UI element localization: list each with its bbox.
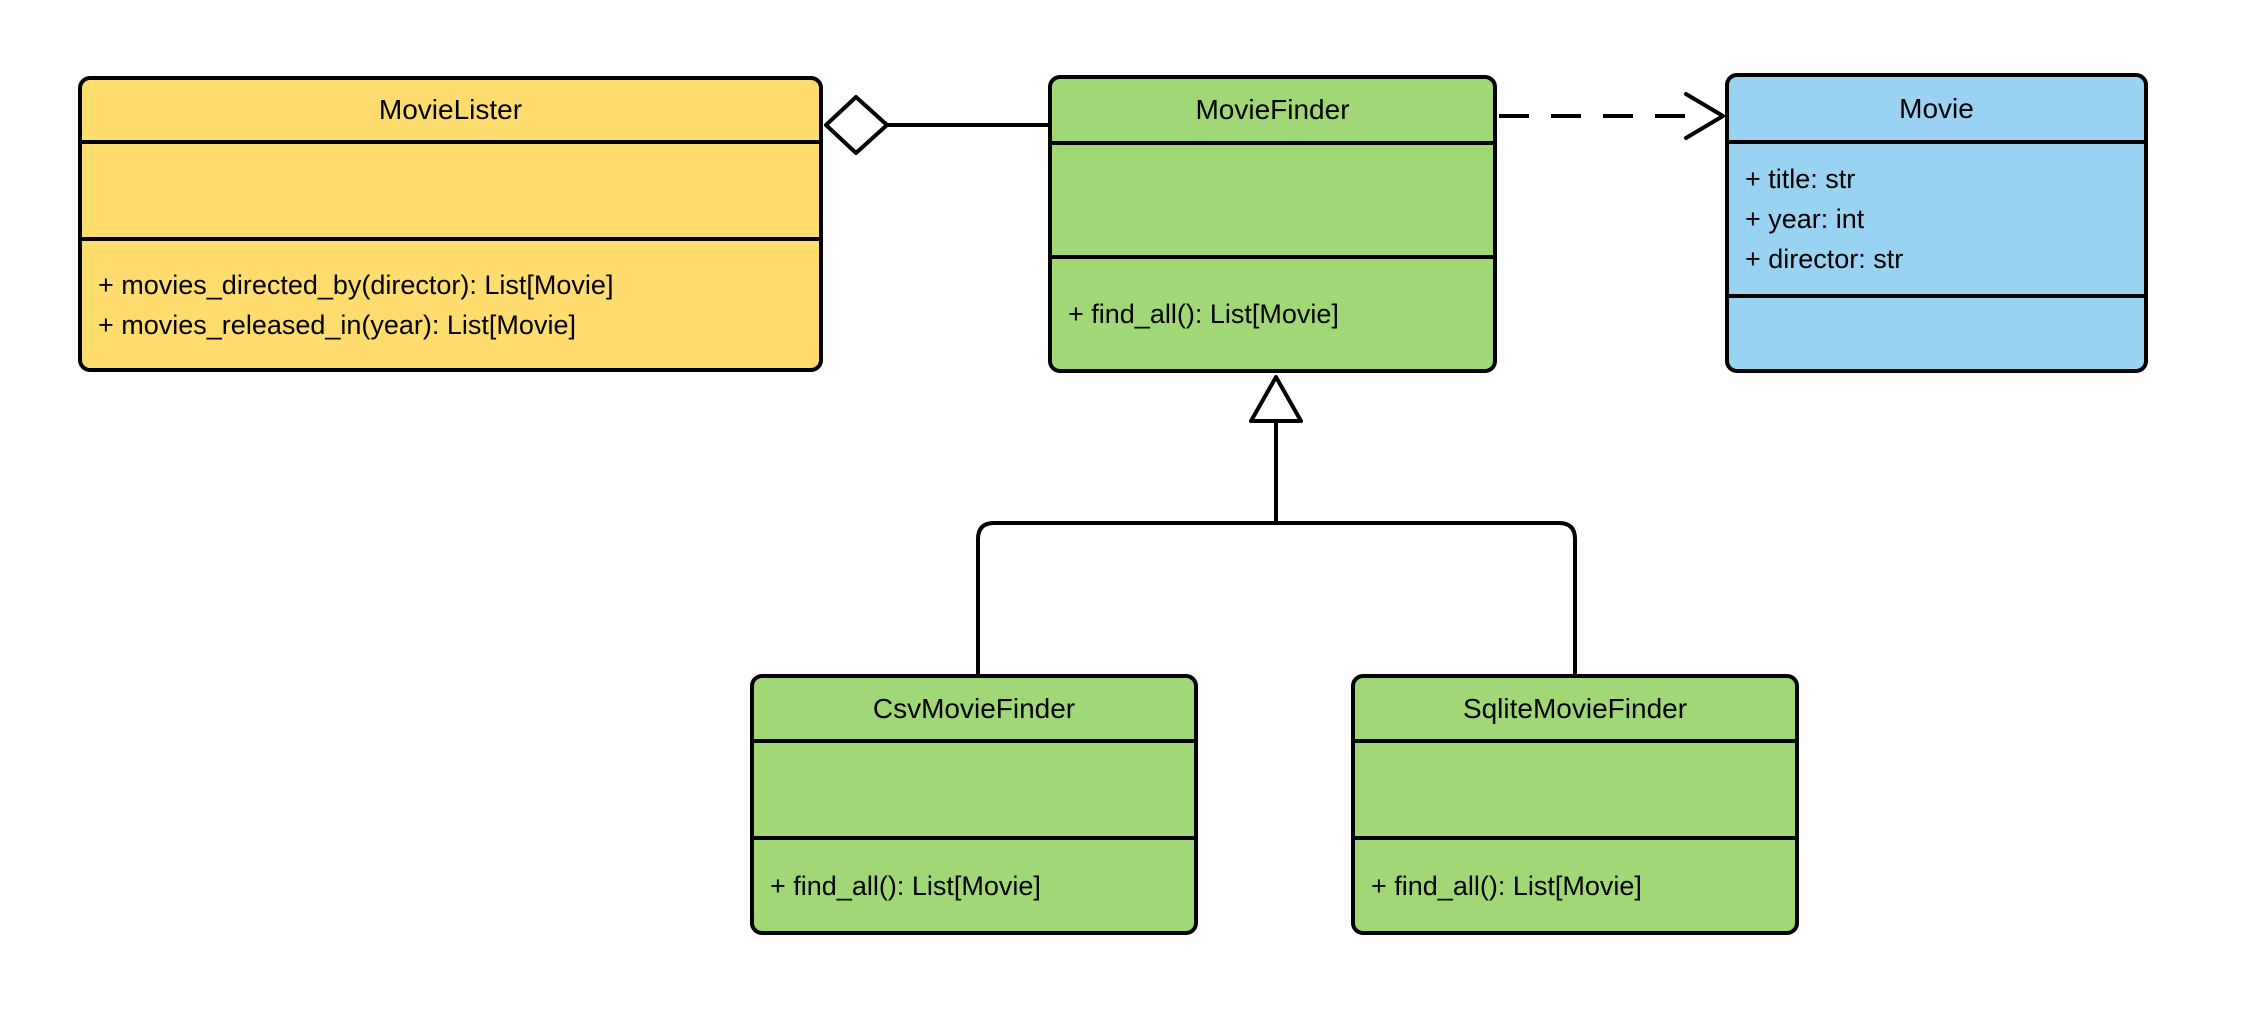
- attributes-compartment: [754, 743, 1194, 840]
- class-csvmoviefinder[interactable]: CsvMovieFinder + find_all(): List[Movie]: [750, 674, 1198, 935]
- attributes-compartment: [82, 144, 819, 241]
- class-movielister[interactable]: MovieLister + movies_directed_by(directo…: [78, 76, 823, 372]
- class-sqlitemoviefinder[interactable]: SqliteMovieFinder + find_all(): List[Mov…: [1351, 674, 1799, 935]
- attributes-compartment: [1355, 743, 1795, 840]
- class-name-moviefinder: MovieFinder: [1052, 79, 1493, 145]
- method-entry: + movies_directed_by(director): List[Mov…: [98, 269, 614, 300]
- class-movie[interactable]: Movie + title: str + year: int + directo…: [1725, 73, 2148, 373]
- methods-compartment: [1729, 298, 2144, 369]
- methods-compartment: + find_all(): List[Movie]: [1052, 259, 1493, 369]
- inheritance-edges-to-moviefinder[interactable]: [976, 375, 1577, 676]
- methods-compartment: + movies_directed_by(director): List[Mov…: [82, 241, 819, 368]
- class-name-movielister: MovieLister: [82, 80, 819, 144]
- attribute-entry: + year: int: [1745, 204, 1865, 234]
- class-name-csvmoviefinder: CsvMovieFinder: [754, 678, 1194, 743]
- attributes-compartment: [1052, 145, 1493, 259]
- class-name-movie: Movie: [1729, 77, 2144, 144]
- attribute-entry: + director: str: [1745, 244, 1904, 274]
- method-entry: + find_all(): List[Movie]: [770, 870, 1041, 901]
- method-entry: + find_all(): List[Movie]: [1068, 299, 1339, 329]
- dependency-edge-moviefinder-movie[interactable]: [1499, 92, 1725, 140]
- attribute-entry: + title: str: [1745, 164, 1856, 194]
- class-moviefinder[interactable]: MovieFinder + find_all(): List[Movie]: [1048, 75, 1497, 373]
- methods-compartment: + find_all(): List[Movie]: [754, 840, 1194, 931]
- aggregation-edge-movielister-moviefinder[interactable]: [824, 95, 1050, 155]
- methods-compartment: + find_all(): List[Movie]: [1355, 840, 1795, 931]
- method-entry: + movies_released_in(year): List[Movie]: [98, 309, 576, 340]
- inheritance-branch-line: [976, 521, 1577, 676]
- attributes-compartment: + title: str + year: int + director: str: [1729, 144, 2144, 298]
- dependency-open-arrowhead-icon: [1684, 92, 1725, 140]
- method-entry: + find_all(): List[Movie]: [1371, 870, 1642, 901]
- inheritance-triangle-arrowhead-icon: [1249, 375, 1303, 423]
- aggregation-diamond-icon: [824, 95, 889, 155]
- class-name-sqlitemoviefinder: SqliteMovieFinder: [1355, 678, 1795, 743]
